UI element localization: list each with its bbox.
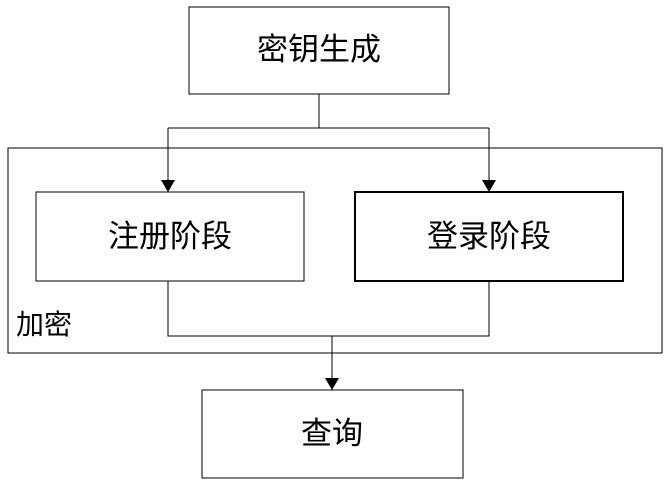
login-phase-node: 登录阶段 <box>355 192 623 281</box>
registration-phase-node: 注册阶段 <box>36 192 304 281</box>
registration-phase-label: 注册阶段 <box>108 219 232 255</box>
query-node: 查询 <box>202 390 463 478</box>
query-label: 查询 <box>301 416 363 452</box>
encryption-group-box <box>8 148 662 353</box>
merge-line <box>168 281 489 336</box>
login-phase-label: 登录阶段 <box>427 219 551 255</box>
key-generation-label: 密钥生成 <box>257 32 381 68</box>
split-connector <box>168 94 489 192</box>
merge-connector <box>168 281 489 390</box>
key-generation-node: 密钥生成 <box>189 7 449 94</box>
encryption-group-label: 加密 <box>16 308 72 341</box>
